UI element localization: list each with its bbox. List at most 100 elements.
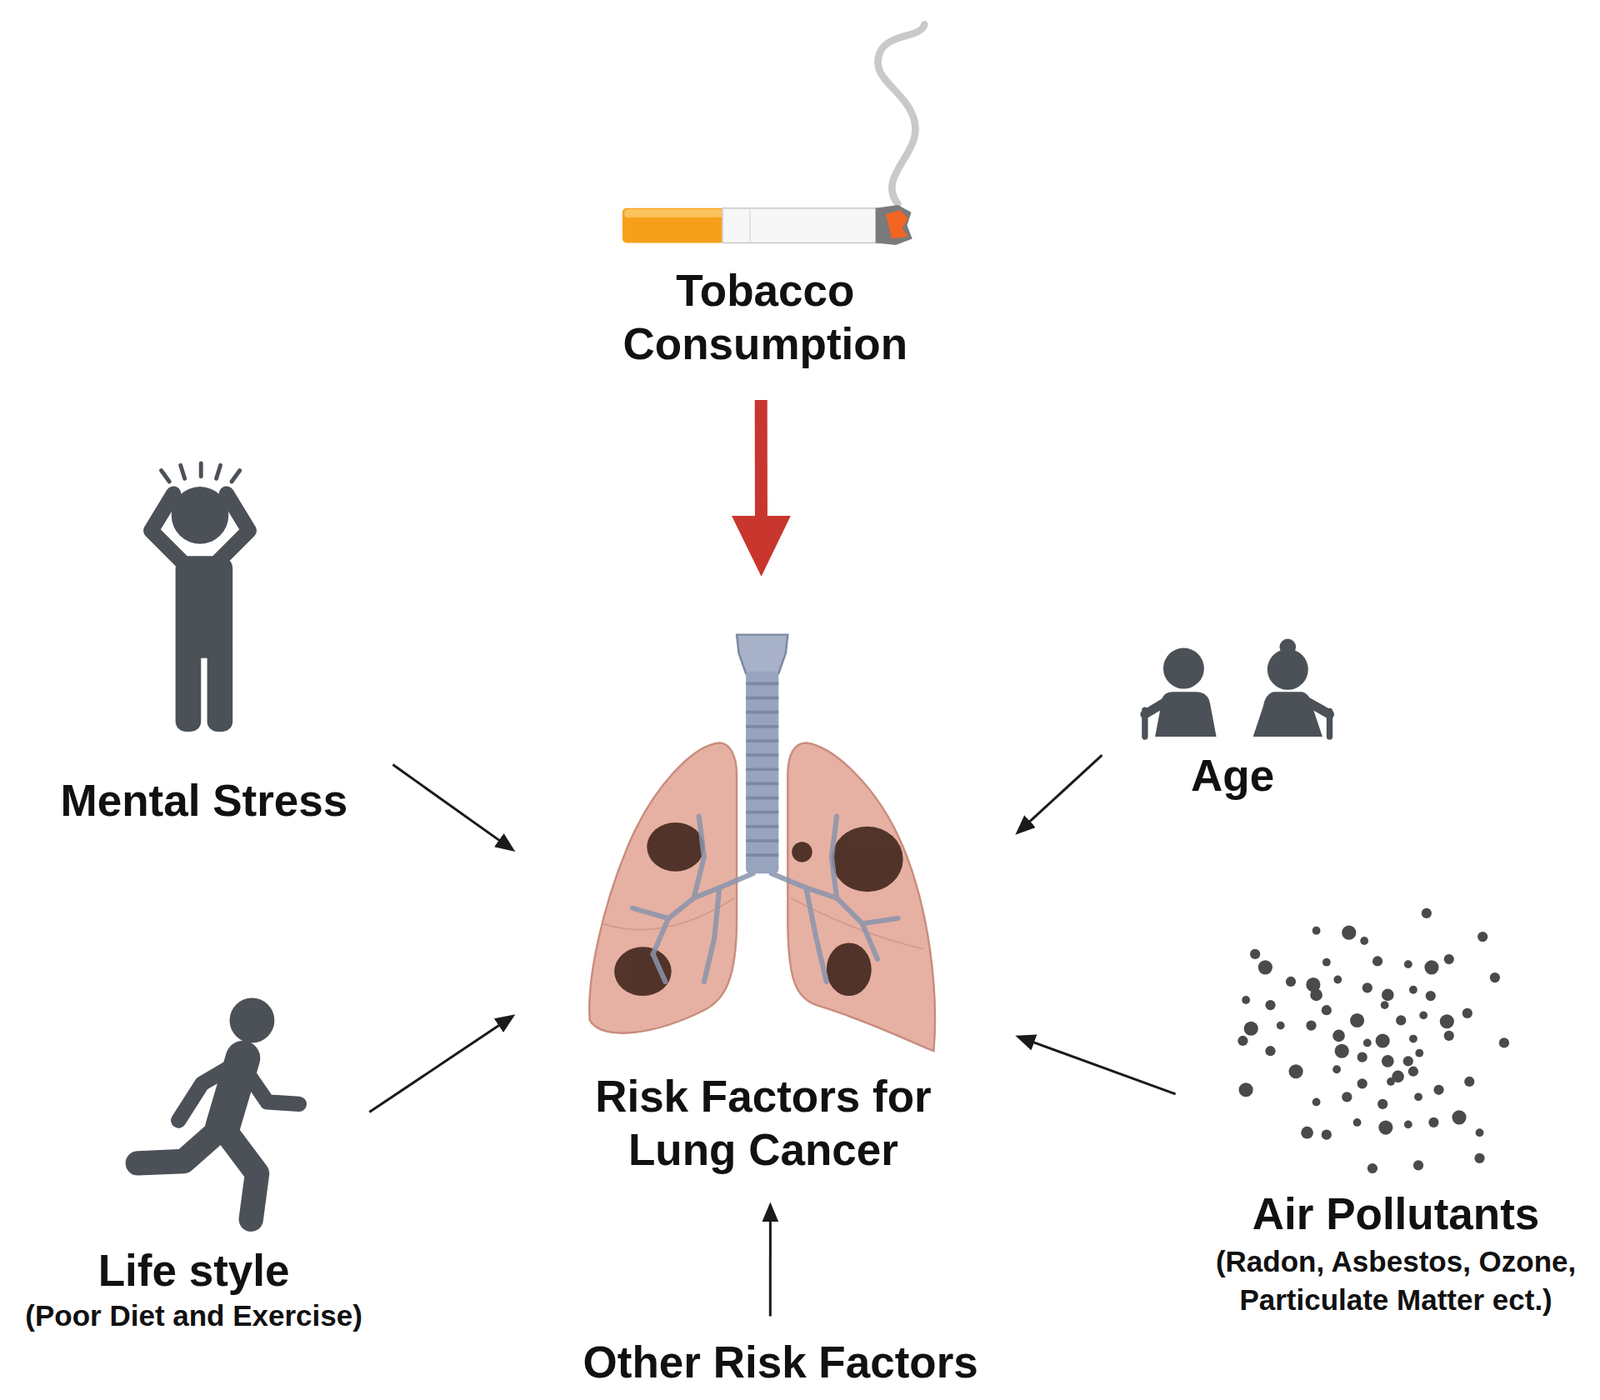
factor-label: Risk Factors for Lung Cancer [569, 1070, 957, 1176]
cigarette-paper [722, 208, 881, 244]
particle [1415, 1049, 1424, 1058]
illustration-group [137, 24, 1510, 1220]
particle [1409, 1035, 1418, 1044]
arm [178, 1063, 237, 1121]
particle [1377, 1099, 1388, 1110]
trachea-ring [745, 839, 779, 843]
particle [1499, 1037, 1510, 1048]
particle [1421, 908, 1432, 919]
risk-arrow [769, 1211, 772, 1316]
particle [1375, 1033, 1390, 1048]
cigarette-ember [885, 210, 909, 239]
particle [1404, 1120, 1413, 1129]
particle [1321, 1005, 1332, 1015]
particle [1451, 1110, 1466, 1125]
particle [1321, 1130, 1332, 1140]
bronchus [704, 887, 720, 982]
particle [1335, 1044, 1350, 1059]
risk-arrow [1022, 755, 1102, 829]
stress-lines [160, 463, 240, 482]
hair-bun [1280, 639, 1297, 656]
particle [1440, 1014, 1455, 1029]
tumor [831, 826, 904, 892]
factor-label: Mental Stress [35, 774, 373, 828]
particle [1265, 1000, 1275, 1010]
arm [1145, 701, 1165, 715]
particle [1477, 931, 1488, 942]
particle [1462, 1008, 1473, 1019]
particle [1444, 954, 1455, 965]
particle [1395, 1015, 1406, 1025]
factor-detail: (Radon, Asbestos, Ozone, Particulate Mat… [1199, 1242, 1592, 1319]
particle [1404, 960, 1413, 969]
particle [1357, 1078, 1368, 1089]
stress-line [216, 465, 221, 479]
particle [1276, 1021, 1285, 1030]
lungs-illustration [589, 635, 935, 1052]
particle [1403, 1055, 1414, 1066]
risk-arrow [1025, 1039, 1176, 1095]
trachea-rings [745, 683, 779, 855]
trachea-ring [745, 767, 779, 771]
tumor [646, 822, 705, 872]
particle [1408, 1066, 1419, 1077]
right-lung [787, 742, 935, 1051]
particle [1305, 1020, 1316, 1030]
bronchi [632, 816, 898, 982]
particle [1413, 1160, 1424, 1170]
leg [226, 1132, 258, 1220]
particle [1464, 1076, 1475, 1087]
cigarette-illustration [622, 24, 925, 245]
head [1163, 648, 1205, 690]
trachea [745, 671, 779, 874]
particle [1239, 1082, 1254, 1097]
dress [1253, 691, 1323, 737]
filter-highlight [624, 209, 723, 218]
particle [1419, 1010, 1428, 1020]
particle [1332, 1065, 1341, 1074]
particle [1341, 1091, 1352, 1102]
arm [242, 1066, 299, 1105]
particle [1250, 949, 1260, 960]
particle [1332, 1030, 1345, 1043]
particle [1353, 1118, 1362, 1127]
pollutant-particles [1237, 908, 1510, 1174]
trachea-ring [745, 725, 779, 729]
head [230, 998, 275, 1044]
other-factors-node: Other Risk Factors [555, 1316, 1005, 1400]
particle [1312, 1098, 1321, 1107]
particle [1362, 982, 1373, 993]
larynx [736, 635, 788, 675]
age-node: Age [1101, 642, 1367, 811]
trachea-ring [745, 696, 779, 700]
cigarette-ash [875, 205, 913, 245]
tumor [826, 942, 872, 996]
stress-line [160, 470, 170, 481]
connector-group [369, 400, 1175, 1317]
stress-line [231, 470, 240, 481]
factor-label: Tobacco Consumption [596, 264, 934, 370]
particle [1312, 926, 1321, 935]
trachea-ring [745, 710, 779, 715]
trachea-ring [745, 853, 779, 857]
particle [1380, 1000, 1390, 1010]
trachea-ring [745, 682, 779, 686]
particle [1381, 989, 1395, 1002]
particle [1265, 1045, 1275, 1056]
trachea-ring [745, 782, 779, 786]
particle [1244, 1021, 1259, 1036]
paper-seam [749, 209, 751, 242]
trachea-ring [745, 825, 779, 829]
stress-node: Mental Stress [40, 459, 393, 832]
trachea-ring [745, 739, 779, 743]
particle [1363, 1039, 1372, 1048]
factor-label: Other Risk Factors [555, 1335, 1005, 1390]
smoke [877, 24, 925, 205]
stressed-person-icon [150, 463, 250, 732]
particle [1333, 975, 1342, 985]
cigarette-filter [622, 208, 725, 244]
bronchus [653, 873, 754, 955]
particle [1381, 1055, 1395, 1068]
